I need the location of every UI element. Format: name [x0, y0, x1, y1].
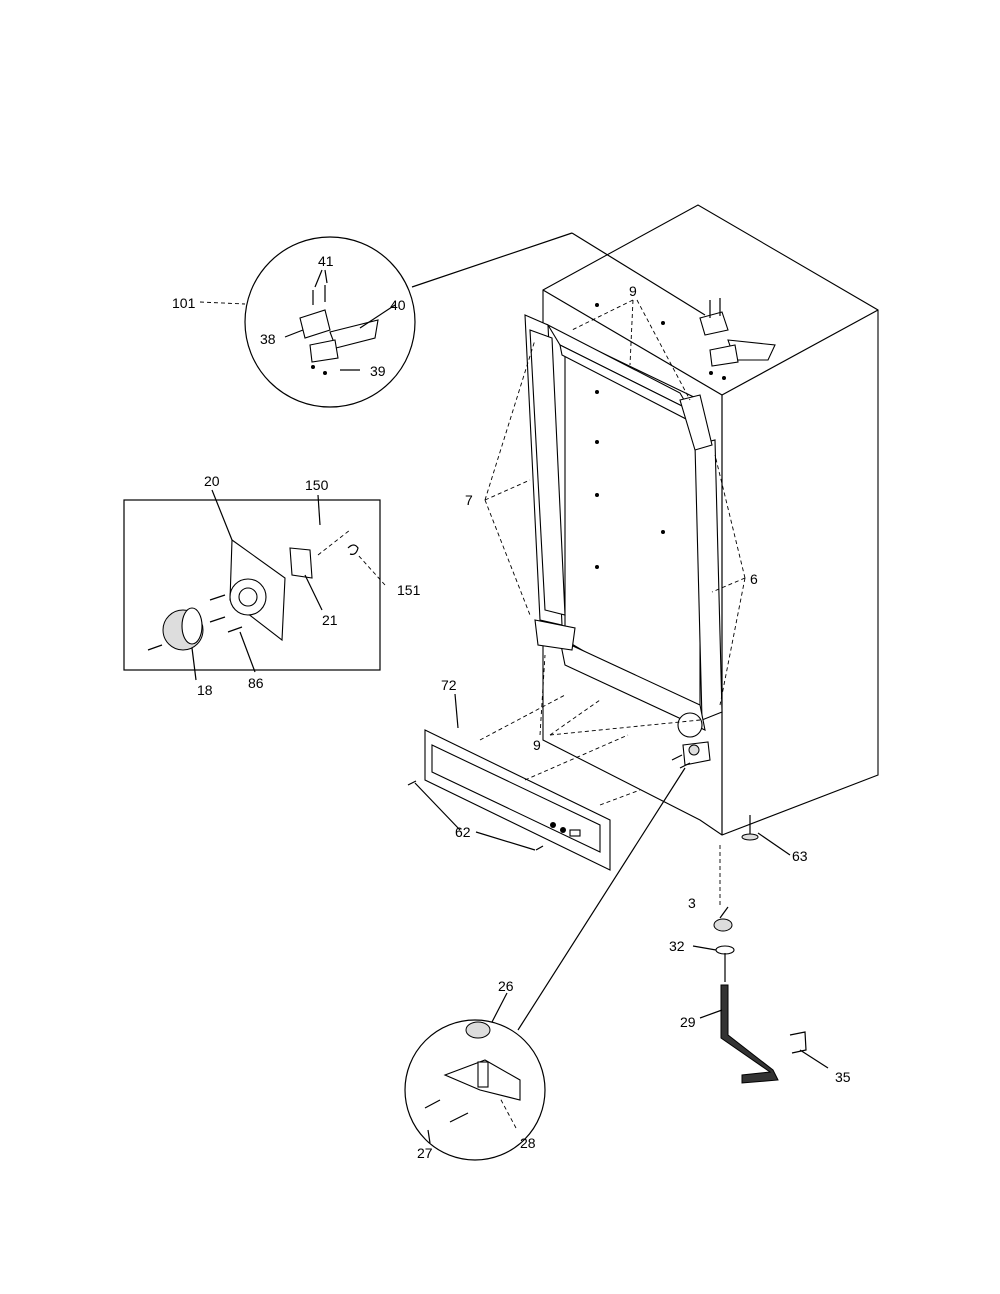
label-21: 21 — [322, 612, 338, 628]
label-3: 3 — [688, 895, 696, 911]
label-27: 27 — [417, 1145, 433, 1161]
label-9-top: 9 — [629, 283, 637, 299]
breaker-strip-bottom — [534, 619, 706, 738]
label-38: 38 — [260, 331, 276, 347]
label-18: 18 — [197, 682, 213, 698]
callout-bottom-hinge — [404, 767, 686, 1161]
label-101: 101 — [172, 295, 196, 311]
label-62: 62 — [455, 824, 471, 840]
callout-top-hinge — [199, 232, 706, 408]
label-63: 63 — [792, 848, 808, 864]
label-7: 7 — [465, 492, 473, 508]
label-35: 35 — [835, 1069, 851, 1085]
part-labels: 101 41 40 38 39 9 7 6 20 150 151 21 18 8… — [172, 253, 851, 1161]
breaker-strip-right — [679, 394, 723, 721]
control-inset-box — [123, 489, 386, 681]
label-39: 39 — [370, 363, 386, 379]
label-26: 26 — [498, 978, 514, 994]
label-151: 151 — [397, 582, 421, 598]
leader-lines-gaskets — [484, 299, 746, 736]
label-28: 28 — [520, 1135, 536, 1151]
top-hinge-installed — [699, 298, 776, 380]
kickplate-grille — [407, 693, 641, 871]
bottom-hinge-installed — [671, 741, 711, 769]
label-9-bottom: 9 — [533, 737, 541, 753]
label-41: 41 — [318, 253, 334, 269]
label-86: 86 — [248, 675, 264, 691]
label-150: 150 — [305, 477, 329, 493]
label-40: 40 — [390, 297, 406, 313]
label-20: 20 — [204, 473, 220, 489]
label-32: 32 — [669, 938, 685, 954]
label-72: 72 — [441, 677, 457, 693]
hardware-parts — [692, 815, 829, 1084]
label-29: 29 — [680, 1014, 696, 1030]
label-6: 6 — [750, 571, 758, 587]
